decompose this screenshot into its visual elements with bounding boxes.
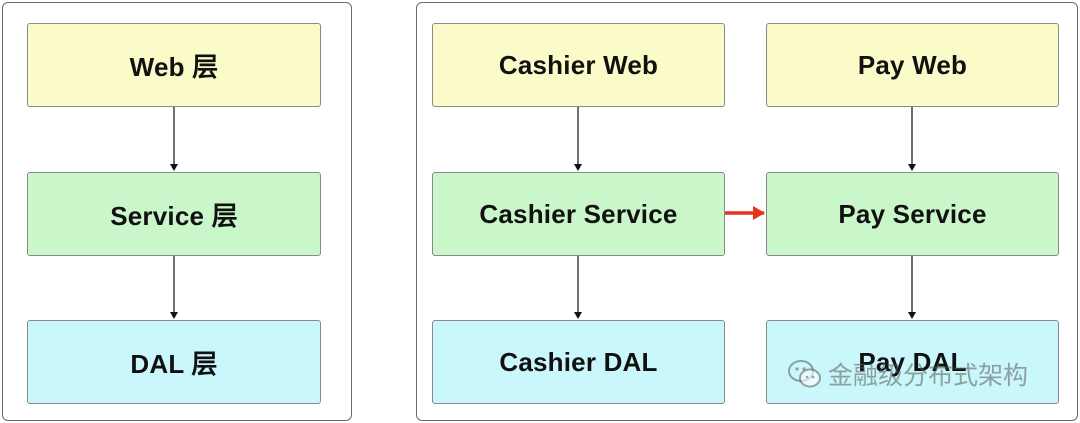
- cashier-dal-label: Cashier DAL: [499, 346, 658, 377]
- dal-layer-label: DAL 层: [130, 348, 218, 379]
- watermark: 金融级分布式架构: [788, 356, 1028, 392]
- service-layer-box: Service 层: [27, 172, 321, 256]
- cashier-dal-box: Cashier DAL: [432, 320, 725, 404]
- cashier-web-label: Cashier Web: [498, 49, 659, 80]
- cashier-service-box: Cashier Service: [432, 172, 725, 256]
- pay-service-box: Pay Service: [766, 172, 1059, 256]
- watermark-text: 金融级分布式架构: [828, 361, 1029, 390]
- service-layer-label: Service 层: [110, 200, 238, 231]
- pay-dal-box: Pay DAL: [766, 320, 1059, 404]
- pay-web-box: Pay Web: [766, 23, 1059, 107]
- web-layer-label: Web 层: [129, 51, 219, 82]
- dal-layer-box: DAL 层: [27, 320, 321, 404]
- cashier-service-label: Cashier Service: [479, 198, 678, 229]
- pay-web-label: Pay Web: [857, 49, 968, 80]
- pay-service-label: Pay Service: [838, 198, 987, 229]
- web-layer-box: Web 层: [27, 23, 321, 107]
- wechat-icon: [788, 360, 821, 388]
- cashier-web-box: Cashier Web: [432, 23, 725, 107]
- pay-dal-label: Pay DAL: [858, 346, 967, 377]
